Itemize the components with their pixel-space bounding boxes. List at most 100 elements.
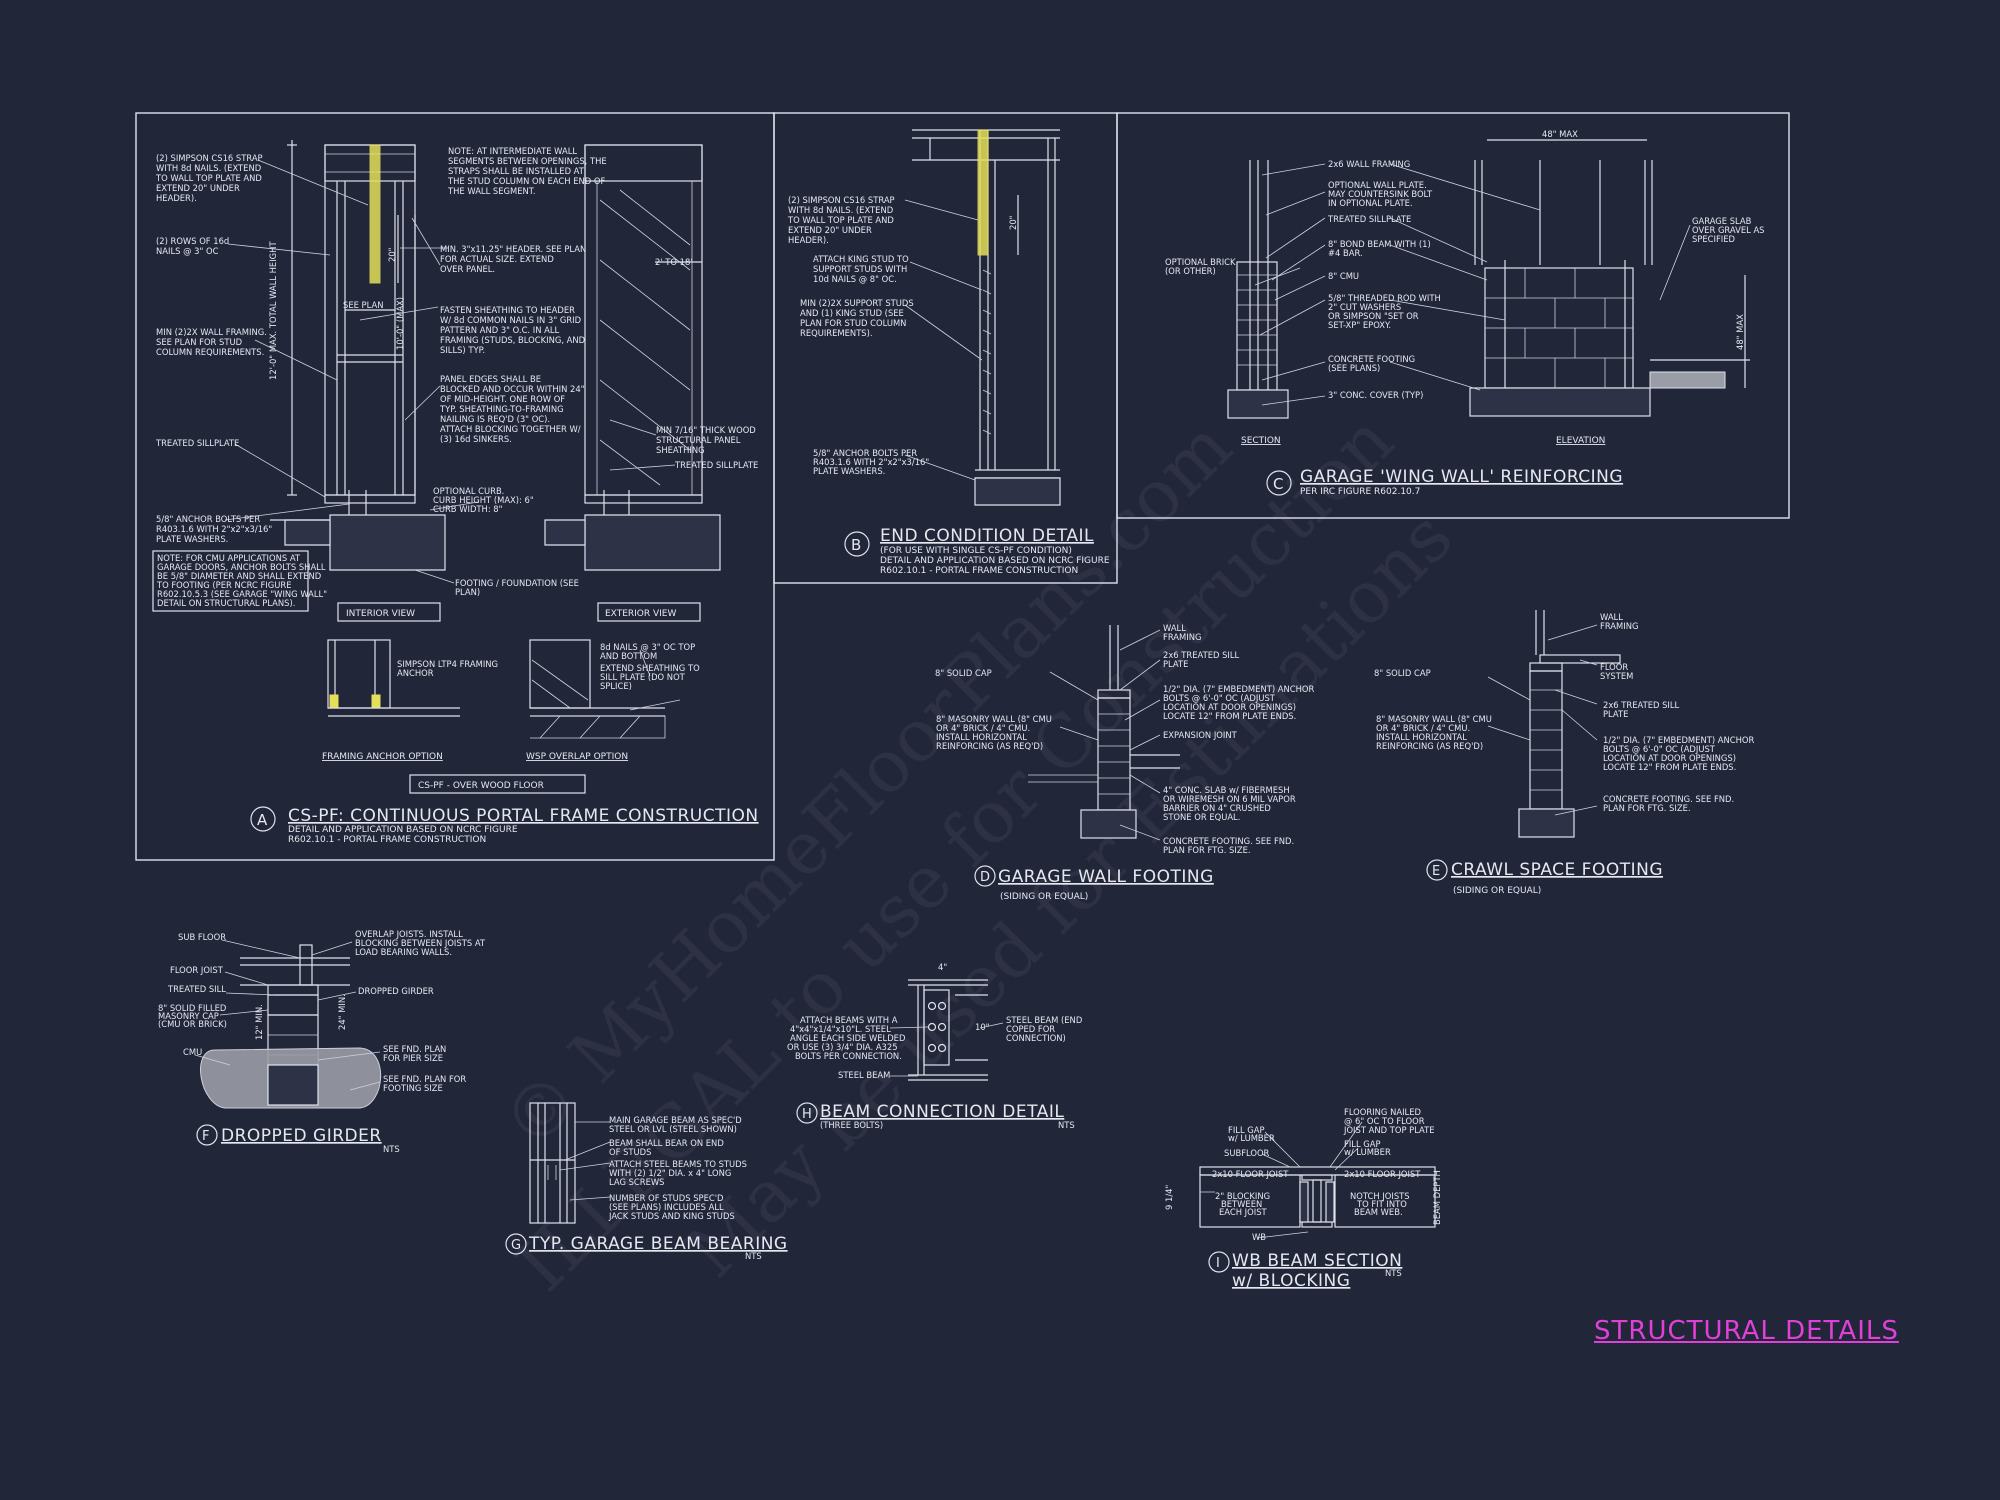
svg-text:PANEL EDGES SHALL BE: PANEL EDGES SHALL BE [440,374,541,384]
note-i-blocking: 2" BLOCKING BETWEEN EACH JOIST [1215,1191,1270,1217]
note-d-masonry: 8" MASONRY WALL (8" CMU OR 4" BRICK / 4"… [936,714,1052,751]
note-i-notch: NOTCH JOISTS TO FIT INTO BEAM WEB. [1350,1191,1410,1217]
svg-text:2" CUT WASHERS: 2" CUT WASHERS [1328,302,1401,312]
note-a-anchor: 5/8" ANCHOR BOLTS PER R403.1.6 WITH 2"x2… [156,514,272,544]
detail-a-title: CS-PF: CONTINUOUS PORTAL FRAME CONSTRUCT… [288,806,759,826]
detail-c-letter: C [1273,475,1283,493]
svg-text:PLATE: PLATE [1603,709,1628,719]
svg-text:8" MASONRY WALL (8" CMU: 8" MASONRY WALL (8" CMU [1376,714,1492,724]
detail-c-section [1227,160,1289,419]
note-e-footing: CONCRETE FOOTING. SEE FND. PLAN FOR FTG.… [1603,794,1734,813]
svg-text:PATTERN AND 3" O.C. IN ALL: PATTERN AND 3" O.C. IN ALL [440,325,560,335]
svg-text:5/8" THREADED ROD WITH: 5/8" THREADED ROD WITH [1328,293,1441,303]
detail-h-nts: NTS [1058,1120,1075,1130]
dim-48-height: 48" MAX [1735,314,1745,350]
note-f-overlap: OVERLAP JOISTS. INSTALL BLOCKING BETWEEN… [355,929,486,957]
note-a-treated-right: TREATED SILLPLATE [674,460,758,470]
dim-20-a: 20" [387,247,397,262]
note-e-anchor: 1/2" DIA. (7" EMBEDMENT) ANCHOR BOLTS @ … [1603,735,1754,772]
svg-text:SET-XP" EPOXY.: SET-XP" EPOXY. [1328,320,1391,330]
svg-text:BOLTS @ 6'-0" OC (ADJUST: BOLTS @ 6'-0" OC (ADJUST [1163,693,1276,703]
note-a-panel: PANEL EDGES SHALL BE BLOCKED AND OCCUR W… [439,374,585,444]
svg-text:LOCATE 12" FROM PLATE ENDS.: LOCATE 12" FROM PLATE ENDS. [1163,711,1296,721]
svg-text:STRAPS SHALL BE INSTALLED AT: STRAPS SHALL BE INSTALLED AT [448,166,585,176]
svg-text:(2) SIMPSON CS16 STRAP: (2) SIMPSON CS16 STRAP [156,153,263,163]
detail-h-subtitle: (THREE BOLTS) [820,1120,883,1130]
detail-b-subtitle-3: R602.10.1 - PORTAL FRAME CONSTRUCTION [880,566,1078,576]
svg-text:COPED FOR: COPED FOR [1006,1024,1055,1034]
svg-text:BETWEEN: BETWEEN [1221,1199,1262,1209]
svg-text:SPECIFIED: SPECIFIED [1692,234,1735,244]
dim-24-min: 24" MIN. [337,994,347,1030]
svg-text:ATTACH STEEL BEAMS TO STUDS: ATTACH STEEL BEAMS TO STUDS [609,1159,747,1169]
note-c-brick: OPTIONAL BRICK (OR OTHER) [1165,257,1236,276]
label-wsp-overlap-option: WSP OVERLAP OPTION [526,752,628,762]
note-a-strap: (2) SIMPSON CS16 STRAP WITH 8d NAILS. (E… [155,153,263,203]
svg-text:LOCATE 12" FROM PLATE ENDS.: LOCATE 12" FROM PLATE ENDS. [1603,762,1736,772]
note-g-bear: BEAM SHALL BEAR ON END OF STUDS [609,1138,724,1157]
detail-b-wall [912,129,1061,506]
framing-anchor-option-drawing [327,639,460,717]
detail-b-subtitle-2: DETAIL AND APPLICATION BASED ON NCRC FIG… [880,556,1110,566]
svg-text:OVER GRAVEL AS: OVER GRAVEL AS [1692,225,1765,235]
svg-text:SHEATHING: SHEATHING [656,445,705,455]
svg-text:ATTACH KING STUD TO: ATTACH KING STUD TO [813,254,909,264]
svg-text:COLUMN REQUIREMENTS.: COLUMN REQUIREMENTS. [156,347,264,357]
detail-i: 9 1/4" BEAM DEPTH FILL GAP w/ LUMBER SUB… [1164,1107,1442,1291]
svg-text:MIN. 3"x11.25" HEADER. SEE PLA: MIN. 3"x11.25" HEADER. SEE PLAN [440,244,586,254]
note-i-wb: WB [1252,1232,1266,1242]
dim-12-min: 12" MIN. [254,1004,264,1040]
detail-i-nts: NTS [1385,1268,1402,1278]
svg-text:PLATE WASHERS.: PLATE WASHERS. [156,534,228,544]
note-h-attach: ATTACH BEAMS WITH A 4"x4"x1/4"x10"L. STE… [787,1015,905,1061]
dim-48-width: 48" MAX [1542,129,1578,139]
detail-f-title: DROPPED GIRDER [221,1126,382,1146]
svg-text:(2) ROWS OF 16d: (2) ROWS OF 16d [156,236,229,246]
detail-d-title: GARAGE WALL FOOTING [998,867,1214,887]
svg-text:NAILS @ 3" OC: NAILS @ 3" OC [156,246,219,256]
dim-10: 10" [975,1022,990,1032]
note-a-framing: MIN (2)2X WALL FRAMING. SEE PLAN FOR STU… [156,327,267,357]
svg-text:PLAN): PLAN) [455,587,480,597]
svg-text:MIN (2)2X WALL FRAMING.: MIN (2)2X WALL FRAMING. [156,327,267,337]
detail-f-drawing [200,944,382,1109]
svg-text:IN OPTIONAL PLATE.: IN OPTIONAL PLATE. [1328,198,1413,208]
note-a-cmu: NOTE: FOR CMU APPLICATIONS AT GARAGE DOO… [152,550,327,612]
svg-text:THE WALL SEGMENT.: THE WALL SEGMENT. [447,186,536,196]
detail-i-title-1: WB BEAM SECTION [1232,1251,1402,1271]
svg-text:EXTEND 20" UNDER: EXTEND 20" UNDER [156,183,240,193]
detail-a-letter: A [257,811,268,829]
dim-20-b: 20" [1008,215,1018,230]
svg-text:R403.1.6 WITH 2"x2"x3/16": R403.1.6 WITH 2"x2"x3/16" [813,457,929,467]
detail-b-title: END CONDITION DETAIL [880,526,1094,546]
detail-g-letter: G [511,1238,521,1253]
detail-g-nts: NTS [745,1251,762,1261]
svg-text:GARAGE DOORS, ANCHOR BOLTS SHA: GARAGE DOORS, ANCHOR BOLTS SHALL [157,562,326,572]
detail-d-subtitle: (SIDING OR EQUAL) [1000,892,1088,902]
detail-f-letter: F [202,1129,209,1144]
svg-text:SEE FND. PLAN FOR: SEE FND. PLAN FOR [383,1074,466,1084]
svg-text:WITH 8d NAILS. (EXTEND: WITH 8d NAILS. (EXTEND [788,205,893,215]
note-i-joist-right: 2x10 FLOOR JOIST [1344,1169,1421,1179]
svg-text:WALL: WALL [1600,612,1623,622]
note-h-steel-end: STEEL BEAM (END COPED FOR CONNECTION) [1006,1015,1082,1043]
svg-text:FILL GAP: FILL GAP [1228,1125,1265,1135]
note-b-king: ATTACH KING STUD TO SUPPORT STUDS WITH 1… [813,254,909,284]
svg-text:BOLTS PER CONNECTION.: BOLTS PER CONNECTION. [795,1051,902,1061]
svg-text:NUMBER OF STUDS SPEC'D: NUMBER OF STUDS SPEC'D [609,1193,723,1203]
note-f-masonry: 8" SOLID FILLED MASONRY CAP (CMU OR BRIC… [158,1003,227,1029]
svg-text:OR SIMPSON "SET OR: OR SIMPSON "SET OR [1328,311,1419,321]
svg-text:WITH (2) 1/2" DIA. x 4" LONG: WITH (2) 1/2" DIA. x 4" LONG [609,1168,731,1178]
detail-c-frame [1116,112,1790,519]
svg-text:OPTIONAL CURB.: OPTIONAL CURB. [433,486,504,496]
svg-text:2x6 TREATED SILL: 2x6 TREATED SILL [1603,700,1680,710]
note-b-support: MIN (2)2X SUPPORT STUDS AND (1) KING STU… [800,298,914,338]
svg-text:CURB HEIGHT (MAX): 6": CURB HEIGHT (MAX): 6" [433,495,534,505]
svg-text:SILLS) TYP.: SILLS) TYP. [440,345,485,355]
detail-i-letter: I [1216,1256,1220,1271]
svg-text:SUPPORT STUDS WITH: SUPPORT STUDS WITH [813,264,907,274]
note-a-ltp4: SIMPSON LTP4 FRAMING ANCHOR [397,659,498,678]
note-c-slab: GARAGE SLAB OVER GRAVEL AS SPECIFIED [1692,216,1765,244]
note-c-optional-plate: OPTIONAL WALL PLATE. MAY COUNTERSINK BOL… [1328,180,1433,208]
note-c-cmu: 8" CMU [1328,271,1359,281]
